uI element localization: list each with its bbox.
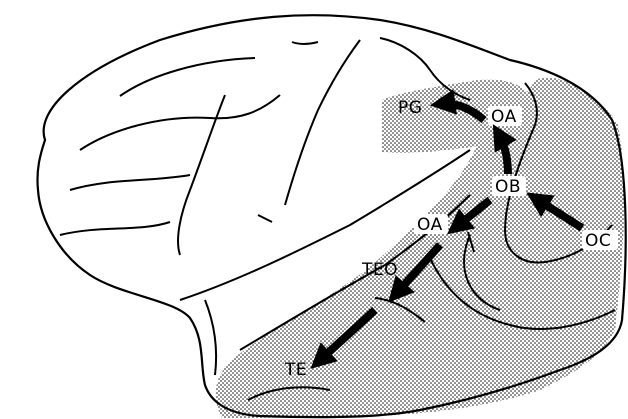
sulcus-frontal-4 (60, 222, 170, 235)
label-pg: PG (398, 98, 422, 118)
label-oa-upper: OA (491, 107, 517, 127)
sulcus-frontal-3 (70, 175, 190, 190)
sulcus-ventral-2 (205, 300, 216, 375)
sulcus-frontal-1 (120, 58, 255, 96)
sulcus-frontal-2 (80, 95, 280, 150)
label-ob: OB (495, 177, 521, 197)
sulcus-central (285, 40, 360, 205)
sulcus-short-1 (292, 42, 318, 44)
sulcus-short-2 (258, 215, 272, 222)
label-te: TE (284, 360, 307, 380)
label-oc: OC (585, 231, 611, 251)
label-oa-lower: OA (417, 215, 443, 235)
label-teo: TEO (361, 260, 398, 280)
